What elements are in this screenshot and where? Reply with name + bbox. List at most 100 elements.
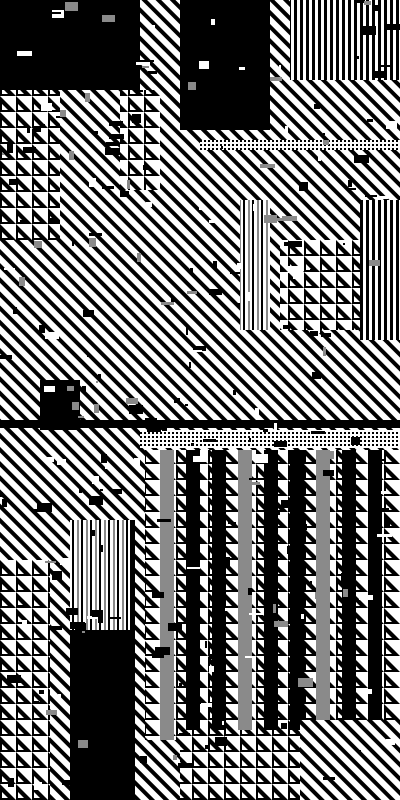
noise-block <box>310 581 312 588</box>
noise-block <box>203 439 216 442</box>
noise-block <box>140 756 147 763</box>
noise-block <box>142 66 149 68</box>
noise-block <box>114 97 117 100</box>
noise-block <box>233 83 235 91</box>
noise-block <box>209 656 222 659</box>
noise-block <box>155 647 170 655</box>
noise-block <box>213 261 217 269</box>
noise-block <box>273 604 276 613</box>
noise-block <box>386 520 390 527</box>
noise-block <box>193 346 206 351</box>
noise-block <box>2 499 7 507</box>
noise-block <box>60 110 66 117</box>
noise-block <box>312 372 321 379</box>
noise-block <box>85 93 90 102</box>
top-right-bar-block <box>290 0 400 80</box>
noise-block <box>314 104 320 109</box>
noise-block <box>377 196 388 199</box>
noise-block <box>354 56 359 59</box>
noise-block <box>237 263 243 269</box>
vertical-column-bar <box>290 450 304 740</box>
noise-block <box>135 90 143 92</box>
noise-block <box>143 165 148 170</box>
noise-block <box>176 598 178 603</box>
noise-block <box>215 711 218 716</box>
noise-block <box>281 723 287 729</box>
noise-block <box>109 134 124 139</box>
noise-block <box>351 437 360 445</box>
noise-block <box>265 558 267 561</box>
noise-block <box>70 622 85 629</box>
noise-block <box>263 429 268 432</box>
noise-block <box>72 402 79 410</box>
noise-block <box>373 5 380 11</box>
vertical-column-bar <box>160 450 174 740</box>
noise-block <box>105 466 107 469</box>
noise-block <box>48 626 62 630</box>
noise-block <box>343 243 345 245</box>
noise-block <box>319 451 334 459</box>
noise-block <box>209 666 214 672</box>
noise-block <box>7 675 21 683</box>
noise-block <box>33 128 41 132</box>
noise-block <box>105 148 120 155</box>
noise-block <box>246 482 260 485</box>
noise-block <box>291 722 302 724</box>
noise-block <box>188 82 196 90</box>
noise-block <box>33 701 39 704</box>
noise-block <box>67 386 74 391</box>
noise-block <box>20 695 23 697</box>
noise-block <box>34 241 42 248</box>
noise-block <box>363 26 376 35</box>
noise-block <box>264 215 277 223</box>
noise-block <box>9 656 15 664</box>
noise-block <box>37 503 52 512</box>
noise-block <box>174 398 180 403</box>
vertical-column-bar <box>186 450 200 740</box>
noise-block <box>113 489 122 494</box>
noise-block <box>199 206 204 210</box>
noise-block <box>20 220 28 222</box>
noise-block <box>386 121 397 129</box>
noise-block <box>52 571 62 580</box>
noise-block <box>2 153 4 155</box>
noise-block <box>56 116 62 118</box>
noise-block <box>113 750 125 752</box>
noise-block <box>0 492 3 497</box>
noise-block <box>87 616 98 619</box>
right-triangle-block <box>280 240 360 330</box>
noise-block <box>193 350 202 352</box>
noise-block <box>341 573 352 582</box>
noise-block <box>265 511 280 515</box>
upper-triangle-column <box>120 90 160 190</box>
noise-block <box>100 489 103 491</box>
noise-block <box>187 291 197 294</box>
noise-block <box>359 689 372 694</box>
noise-block <box>69 151 74 160</box>
noise-block <box>68 39 83 48</box>
noise-block <box>78 740 88 748</box>
noise-block <box>253 204 256 211</box>
noise-block <box>187 567 200 569</box>
noise-block <box>193 456 208 462</box>
noise-block <box>355 0 365 3</box>
dotted-band <box>200 140 400 150</box>
noise-block <box>359 595 373 600</box>
vertical-column-bar <box>368 450 382 740</box>
noise-block <box>249 613 263 615</box>
noise-block <box>248 588 252 595</box>
noise-block <box>39 690 44 694</box>
noise-block <box>354 155 369 163</box>
noise-block <box>287 546 290 554</box>
noise-block <box>274 621 288 627</box>
noise-block <box>323 347 326 356</box>
noise-block <box>191 443 194 446</box>
noise-block <box>201 703 212 707</box>
noise-block <box>89 178 96 187</box>
noise-block <box>23 147 36 153</box>
noise-block <box>219 557 230 566</box>
noise-block <box>173 755 177 760</box>
noise-block <box>344 525 355 527</box>
